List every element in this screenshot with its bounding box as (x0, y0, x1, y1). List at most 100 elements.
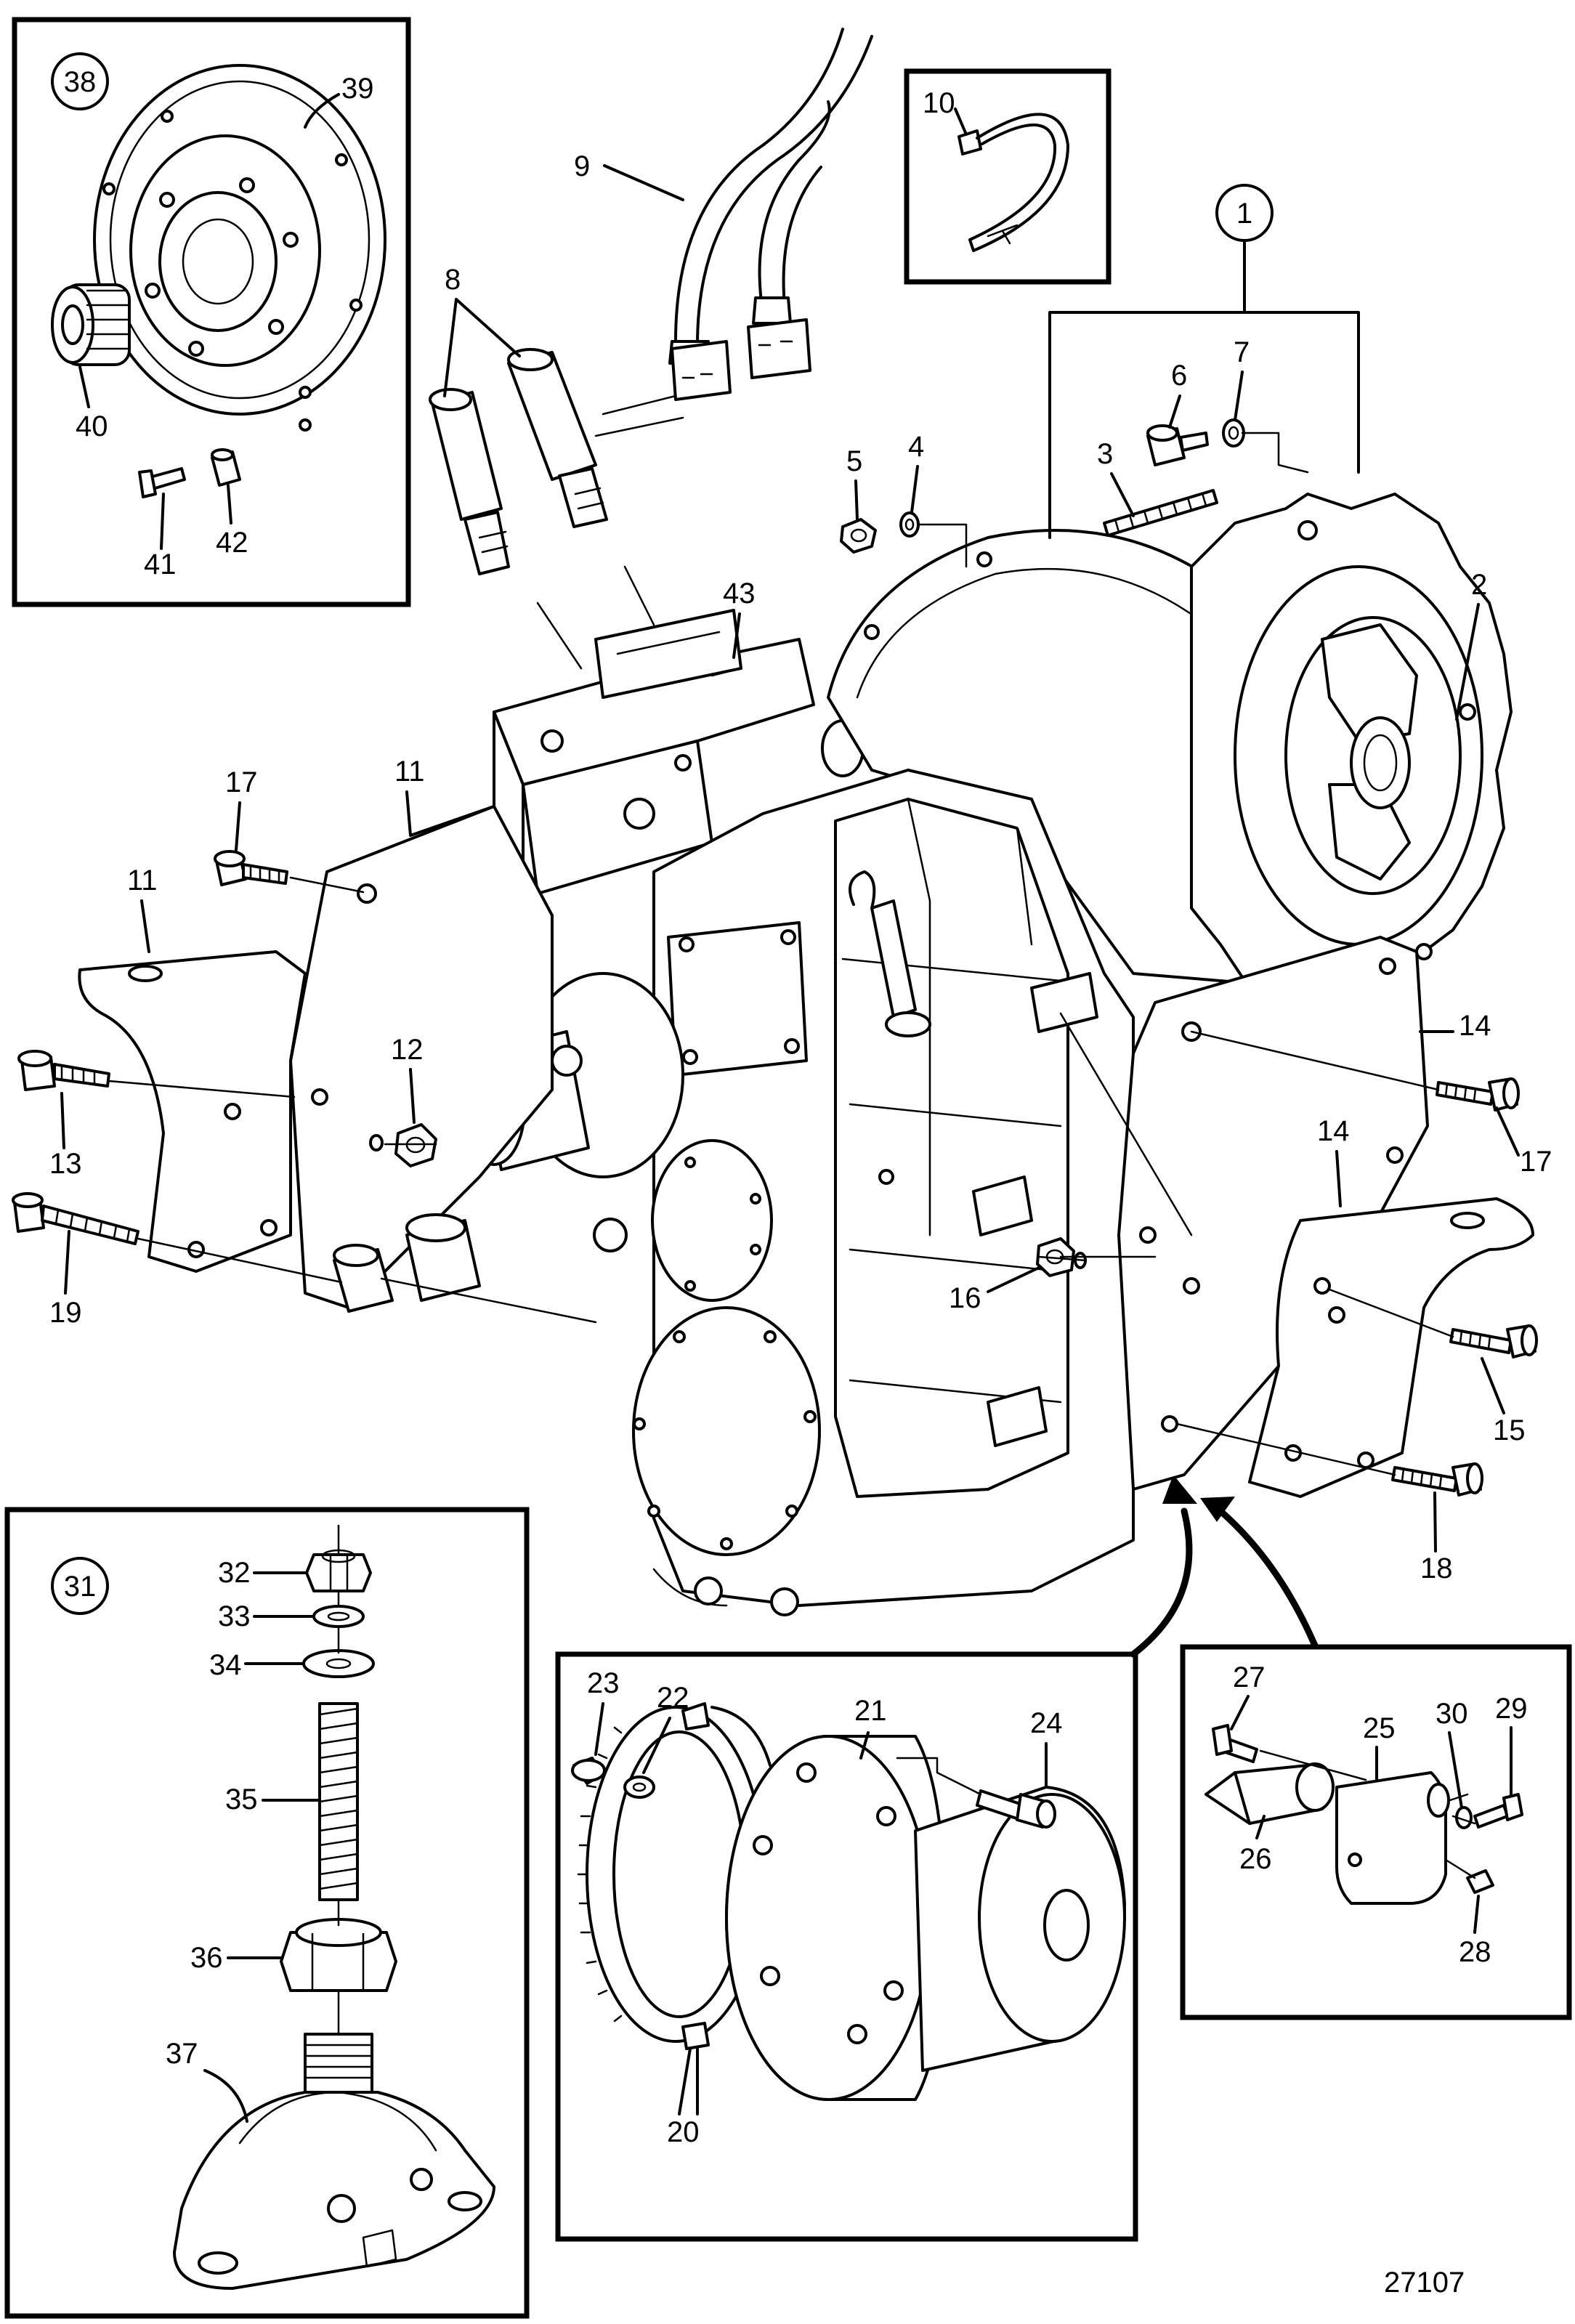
plug-connectors (671, 318, 811, 401)
callout-37: 37 (166, 2038, 198, 2070)
callout-36: 36 (190, 1942, 223, 1974)
washer-22 (623, 1776, 655, 1799)
mounting-plate-right (1117, 936, 1429, 1491)
bolt-15 (1449, 1324, 1538, 1359)
callout-25: 25 (1363, 1712, 1396, 1744)
bolt-19 (12, 1192, 139, 1245)
valve-block (493, 609, 815, 895)
sleeve-42 (211, 448, 241, 487)
callout-34: 34 (209, 1649, 242, 1681)
washer-7 (1222, 418, 1245, 448)
callout-8: 8 (445, 264, 461, 296)
drawing-number: 27107 (1384, 2267, 1465, 2299)
washer-4 (899, 511, 920, 538)
callout-16: 16 (949, 1282, 981, 1314)
callout-30: 30 (1436, 1698, 1468, 1730)
callout-38: 38 (64, 66, 97, 98)
housing-bosses (972, 972, 1098, 1447)
nut-32 (305, 1549, 372, 1592)
cable-harness (668, 28, 873, 365)
callout-24: 24 (1030, 1707, 1063, 1739)
callout-33: 33 (218, 1600, 251, 1632)
callout-18: 18 (1420, 1552, 1453, 1584)
bolt-17-right (1436, 1077, 1520, 1112)
detail-box-31: 31 (4, 1507, 530, 2319)
bolt-41 (138, 467, 186, 498)
callout-4: 4 (908, 431, 924, 463)
detail-box-38: 38 39 40 41 42 (12, 17, 411, 607)
splined-hub (51, 283, 131, 366)
threaded-stud-35 (318, 1702, 359, 1901)
callout-13: 13 (49, 1148, 82, 1180)
detail-box-speed-sensor: 27 25 30 29 26 28 (1180, 1644, 1572, 2020)
callout-22: 22 (657, 1682, 689, 1714)
callout-6: 6 (1171, 360, 1187, 392)
callout-1: 1 (1236, 198, 1252, 230)
bolt-13 (17, 1050, 110, 1091)
sensor-bracket-25 (1335, 1771, 1469, 1905)
callout-20: 20 (667, 2116, 700, 2148)
detail-box-10: 10 (904, 68, 1112, 285)
bolt-18 (1391, 1462, 1483, 1497)
square-cover-plate (667, 921, 808, 1077)
cable-tie (957, 113, 1069, 252)
callout-9: 9 (574, 150, 590, 182)
callout-35: 35 (225, 1784, 258, 1815)
callout-14a: 14 (1459, 1010, 1491, 1042)
round-cover-large (632, 1306, 821, 1556)
bolt-17-left (214, 850, 288, 886)
callout-14b: 14 (1317, 1115, 1350, 1147)
callout-17a: 17 (225, 766, 258, 798)
gearbox-feet (652, 1568, 799, 1616)
callout-17b: 17 (1520, 1146, 1552, 1178)
callout-10: 10 (923, 87, 955, 119)
callout-41: 41 (144, 548, 177, 580)
detail-box-sensor-ring: 23 22 21 24 20 (555, 1651, 1138, 2242)
coupling-flange-21 (725, 1735, 946, 2101)
callout-12: 12 (391, 1034, 424, 1066)
spacer-bushings (333, 1213, 481, 1313)
assembly-lines (108, 432, 1454, 1476)
nut-5 (840, 518, 877, 554)
round-cover-small (651, 1139, 773, 1302)
rubber-mount-37 (173, 2033, 495, 2290)
callout-40: 40 (76, 410, 108, 442)
callout-11b: 11 (127, 865, 158, 896)
flexible-coupling-plate (93, 64, 386, 432)
callout-15: 15 (1493, 1414, 1526, 1446)
washer-34 (302, 1649, 375, 1678)
callout-39: 39 (341, 73, 374, 105)
callout-42: 42 (216, 527, 248, 559)
hub-cylinder (914, 1786, 1126, 2072)
main-callouts: 1 2 3 4 5 6 7 8 9 11 11 12 13 14 14 15 1 (49, 150, 1552, 1584)
bolt-27 (1212, 1724, 1258, 1763)
callout-43: 43 (723, 578, 756, 610)
callout-32: 32 (218, 1557, 251, 1589)
callout-19: 19 (49, 1297, 82, 1329)
pointer-arrows (1130, 1475, 1319, 1658)
gearbox-assembly (78, 28, 1534, 1616)
damper-plate (1190, 493, 1513, 1011)
callout-29: 29 (1495, 1693, 1528, 1725)
nut-28 (1466, 1869, 1494, 1894)
callout-7: 7 (1234, 336, 1250, 368)
callout-circle-31 (51, 1557, 109, 1615)
callout-31: 31 (64, 1571, 97, 1603)
lock-washer-33 (312, 1605, 365, 1628)
callout-28: 28 (1459, 1936, 1491, 1968)
callout-27: 27 (1233, 1661, 1266, 1693)
bolt-6 (1146, 424, 1209, 466)
bolt-24 (976, 1789, 1056, 1829)
bolt-29 (1473, 1793, 1523, 1829)
callout-21: 21 (854, 1695, 887, 1727)
nut-36 (280, 1918, 397, 1992)
callout-3: 3 (1097, 438, 1113, 470)
foot-bracket-left (78, 950, 307, 1273)
speed-sensor-26 (1204, 1762, 1335, 1825)
callout-5: 5 (846, 445, 862, 477)
nut-12 (369, 1123, 437, 1167)
callout-11a: 11 (394, 756, 425, 788)
bolt-23 (571, 1757, 606, 1785)
callout-23: 23 (587, 1667, 620, 1699)
